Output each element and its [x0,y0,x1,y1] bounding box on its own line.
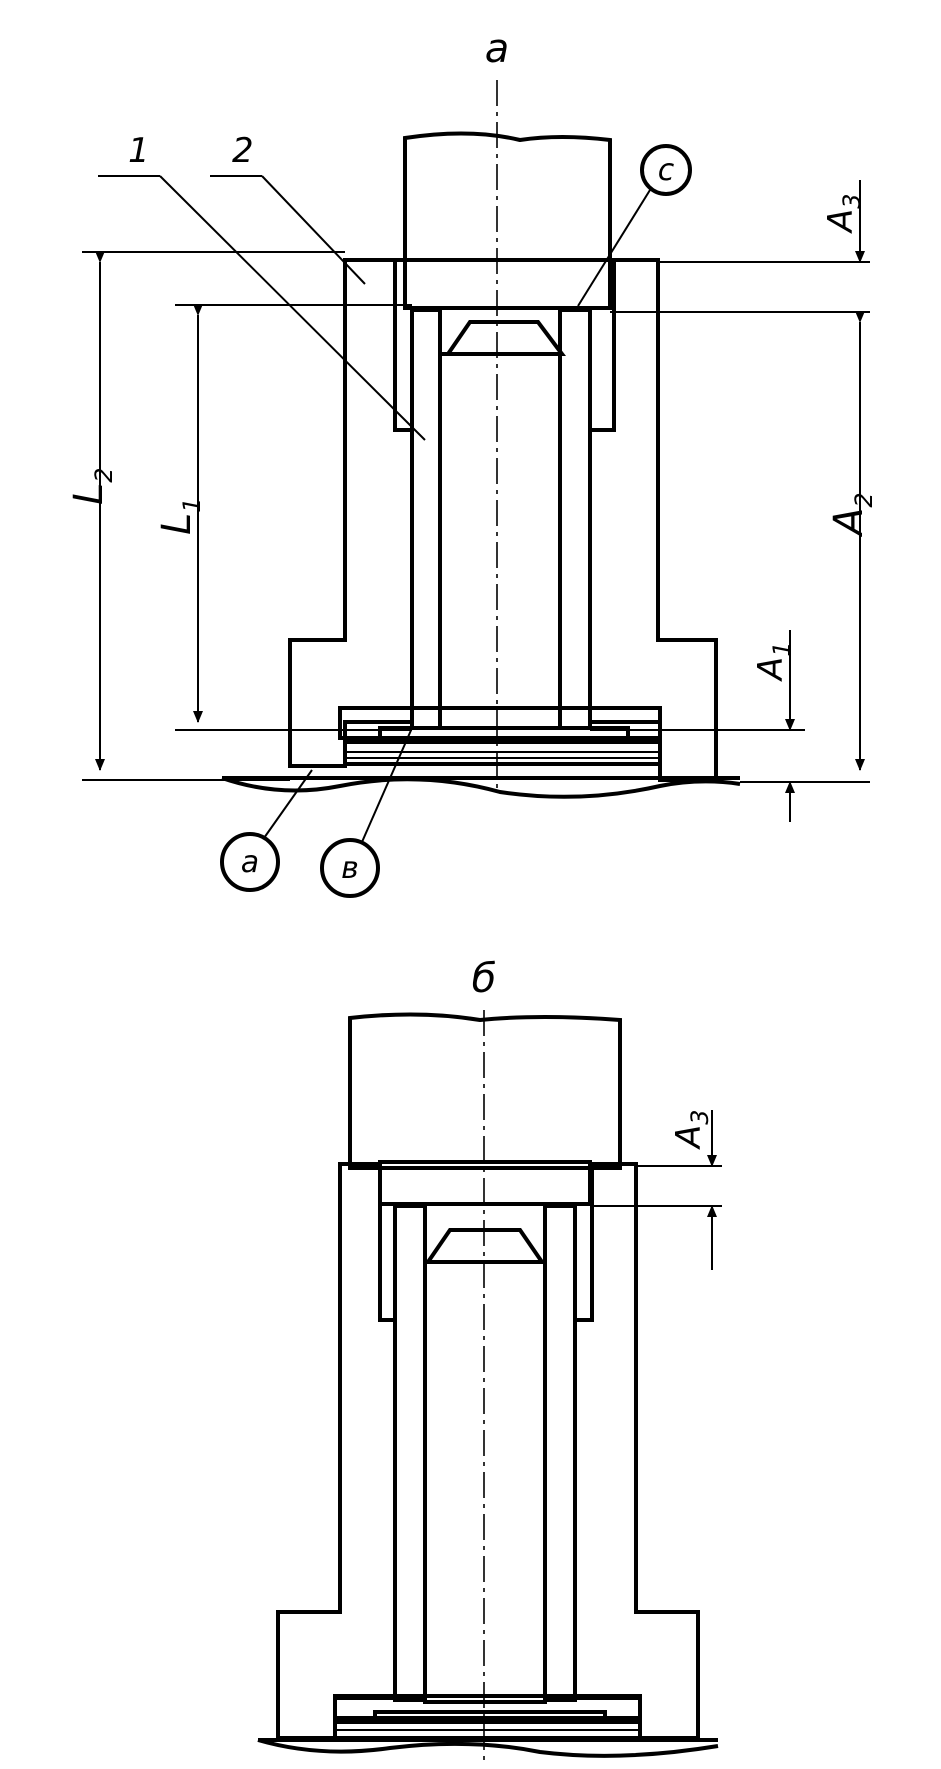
svg-text:L2: L2 [66,467,118,505]
part-label-2: 2 [210,131,366,285]
pin-head-b [424,1228,546,1264]
marker-a: a [220,769,313,892]
outer-body-a-right [588,258,718,782]
pin-head-a [444,320,566,356]
punch-a [403,131,612,310]
svg-text:в: в [341,851,359,886]
outer-body-b-right [573,1162,700,1740]
svg-text:A1: A1 [751,641,796,682]
view-b: б A3 [257,956,722,1762]
svg-text:A2: A2 [826,492,878,538]
marker-c: c [577,144,692,307]
view-b-title: б [472,956,497,1002]
dim-label-L2: L2 [66,467,118,505]
base-plates-a [338,706,662,766]
svg-text:c: c [658,153,675,188]
view-a: a [66,26,878,898]
dim-label-L1: L1 [154,497,206,535]
base-surface-b [257,1738,719,1758]
svg-text:A3: A3 [821,193,866,234]
dim-label-A2: A2 [826,492,878,538]
inner-sleeve-a-left [410,308,442,730]
dimensions-a [82,180,870,822]
inner-sleeve-b-left [393,1204,427,1702]
svg-text:a: a [241,845,259,880]
svg-text:A3: A3 [669,1109,714,1150]
dim-label-A3-bottom: A3 [669,1109,714,1150]
outer-body-b-left [276,1162,397,1740]
inner-sleeve-a-right [558,308,592,730]
outer-body-a [288,258,414,768]
punch-b [348,1012,622,1170]
svg-text:1: 1 [128,131,150,171]
svg-text:L1: L1 [154,497,206,535]
dim-label-A1: A1 [751,641,796,682]
view-a-title: a [485,26,510,72]
dimensions-b [592,1110,722,1270]
marker-b: в [320,727,413,898]
part-label-1: 1 [98,131,426,441]
dim-label-A3-top: A3 [821,193,866,234]
base-surface-a [221,776,741,799]
inner-sleeve-b-right [543,1204,577,1702]
svg-text:2: 2 [232,131,254,171]
